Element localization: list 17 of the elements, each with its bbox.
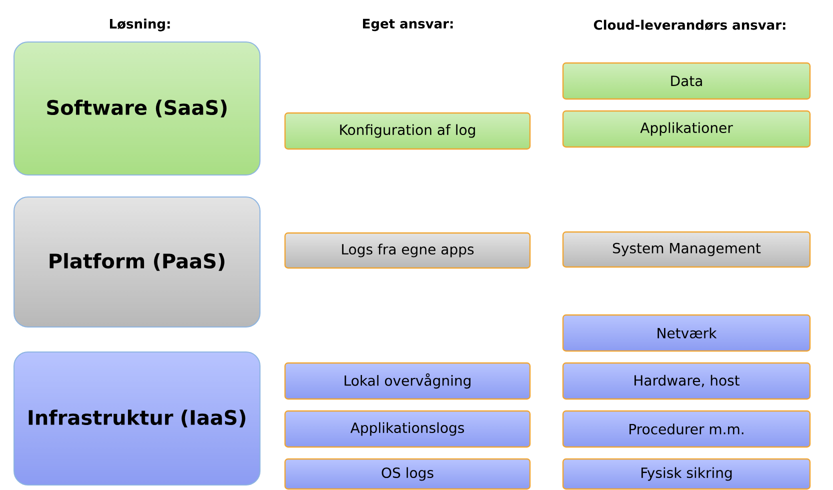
responsibility-box: Logs fra egne apps bbox=[284, 232, 531, 269]
solution-box: Infrastruktur (IaaS) bbox=[14, 351, 260, 486]
responsibility-box: Netværk bbox=[562, 314, 811, 352]
column-heading: Cloud-leverandørs ansvar: bbox=[594, 20, 786, 30]
responsibility-box: Fysisk sikring bbox=[562, 458, 811, 490]
responsibility-box: Data bbox=[562, 62, 811, 100]
responsibility-box: Applikationslogs bbox=[284, 410, 531, 448]
solution-box: Software (SaaS) bbox=[14, 42, 260, 176]
responsibility-box: Hardware, host bbox=[562, 362, 811, 400]
solution-box: Platform (PaaS) bbox=[14, 196, 260, 328]
responsibility-box: Procedurer m.m. bbox=[562, 410, 811, 448]
column-heading: Eget ansvar: bbox=[363, 18, 453, 32]
responsibility-box: Lokal overvågning bbox=[284, 362, 531, 400]
responsibility-box: Konfiguration af log bbox=[284, 112, 531, 150]
responsibility-box: OS logs bbox=[284, 458, 531, 490]
responsibility-box: System Management bbox=[562, 231, 811, 268]
responsibility-box: Applikationer bbox=[562, 110, 811, 148]
